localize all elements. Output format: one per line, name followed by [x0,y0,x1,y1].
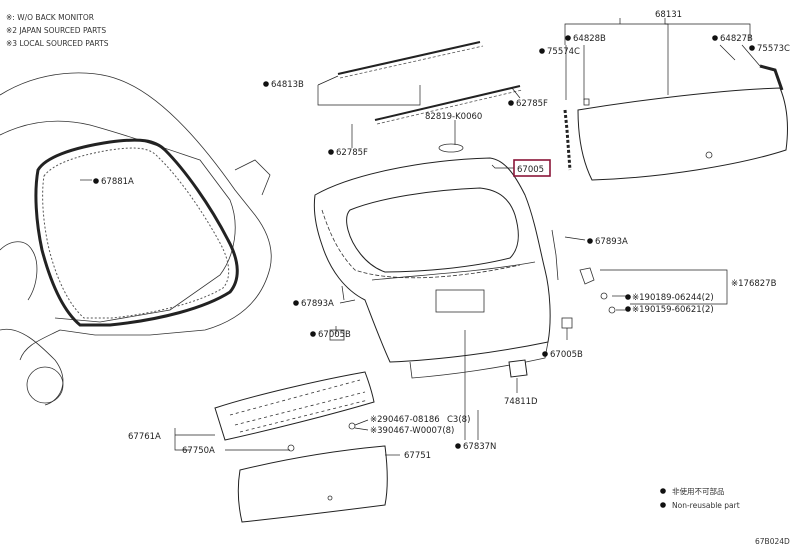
label-64813B: 64813B [271,80,304,90]
label-75573C: 75573C [757,44,790,54]
label-75574C: 75574C [547,47,580,57]
label-176827B: ※176827B [731,279,777,289]
note-line-3: ※3 LOCAL SOURCED PARTS [6,39,109,48]
label-190159-60621: ※190159-60621(2) [632,305,714,315]
label-68131: 68131 [655,10,682,20]
label-67881A: 67881A [101,177,134,187]
back-window-glass [563,64,788,181]
vehicle-body-drawing [0,72,272,406]
label-290467-08186: ※290467-08186 [370,415,440,425]
label-390467-W0007: ※390467-W0007(8) [370,426,454,436]
label-67761A: 67761A [128,432,161,442]
back-door-panel [313,143,551,379]
callout-dots [93,35,755,508]
label-67005B-right: 67005B [550,350,583,360]
label-74811D: 74811D [504,397,538,407]
label-64827B: 64827B [720,34,753,44]
label-190189-06244: ※190189-06244(2) [632,293,714,303]
label-67751: 67751 [404,451,431,461]
label-290467-qty: C3(8) [447,415,470,425]
legend-item-jp: 非使用不可部品 [672,486,725,496]
lower-trim-panels [214,371,388,523]
leader-lines [80,18,761,456]
label-67750A: 67750A [182,446,215,456]
label-67893A-left: 67893A [301,299,334,309]
molding-strips [337,41,523,125]
label-82819-K0060: 82819-K0060 [425,112,482,122]
note-line-1: ※: W/O BACK MONITOR [6,13,94,22]
highlight-box-67005[interactable] [513,159,551,177]
note-line-2: ※2 JAPAN SOURCED PARTS [6,26,106,35]
label-62785F-left: 62785F [336,148,368,158]
label-67005B-left: 67005B [318,330,351,340]
figure-code: 67B024D [755,537,790,546]
label-64828B: 64828B [573,34,606,44]
label-67005[interactable]: 67005 [517,165,544,175]
label-62785F-right: 62785F [516,99,548,109]
label-67893A-right: 67893A [595,237,628,247]
label-67837N: 67837N [463,442,496,452]
legend-item-en: Non-reusable part [672,501,740,510]
